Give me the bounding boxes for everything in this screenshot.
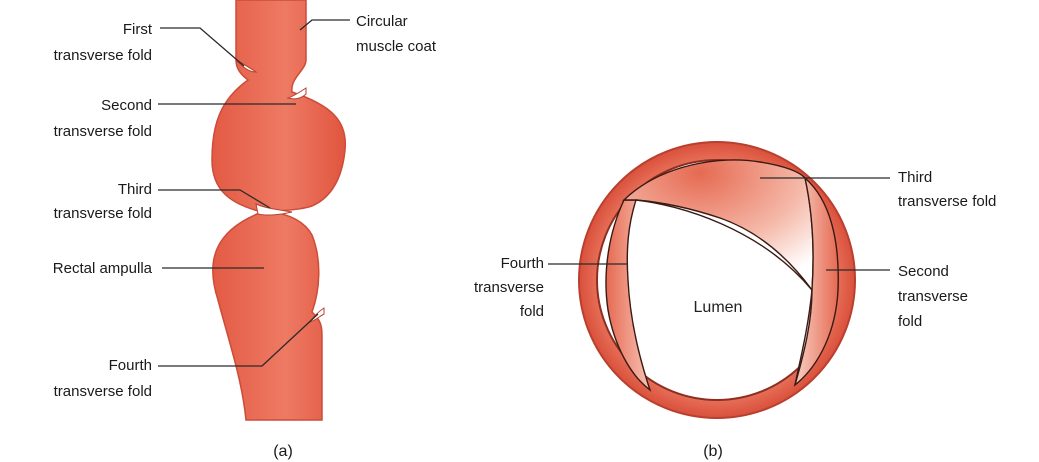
caption-b: (b) — [703, 443, 723, 460]
panel-a: First transverse fold Circular muscle co… — [53, 0, 437, 460]
label-circular-2: muscle coat — [356, 38, 437, 55]
label-b-fourth-1: Fourth — [501, 255, 544, 272]
label-b-second-1: Second — [898, 263, 949, 280]
caption-a: (a) — [273, 443, 293, 460]
label-b-second-3: fold — [898, 313, 922, 330]
label-circular-1: Circular — [356, 13, 408, 30]
panel-b: Fourth transverse fold Lumen Third trans… — [474, 142, 996, 460]
label-b-fourth-3: fold — [520, 303, 544, 320]
leader-first-fold — [160, 28, 244, 66]
label-second-fold-1: Second — [101, 97, 152, 114]
label-b-second-2: transverse — [898, 288, 968, 305]
label-third-fold-2: transverse fold — [54, 205, 152, 222]
label-b-fourth-2: transverse — [474, 279, 544, 296]
label-third-fold-1: Third — [118, 181, 152, 198]
label-fourth-fold-1: Fourth — [109, 357, 152, 374]
label-lumen: Lumen — [694, 299, 743, 316]
label-first-fold-1: First — [123, 21, 153, 38]
label-second-fold-2: transverse fold — [54, 123, 152, 140]
label-ampulla: Rectal ampulla — [53, 260, 153, 277]
leader-circular — [300, 20, 350, 30]
label-b-third-1: Third — [898, 169, 932, 186]
label-first-fold-2: transverse fold — [54, 47, 152, 64]
label-fourth-fold-2: transverse fold — [54, 383, 152, 400]
label-b-third-2: transverse fold — [898, 193, 996, 210]
